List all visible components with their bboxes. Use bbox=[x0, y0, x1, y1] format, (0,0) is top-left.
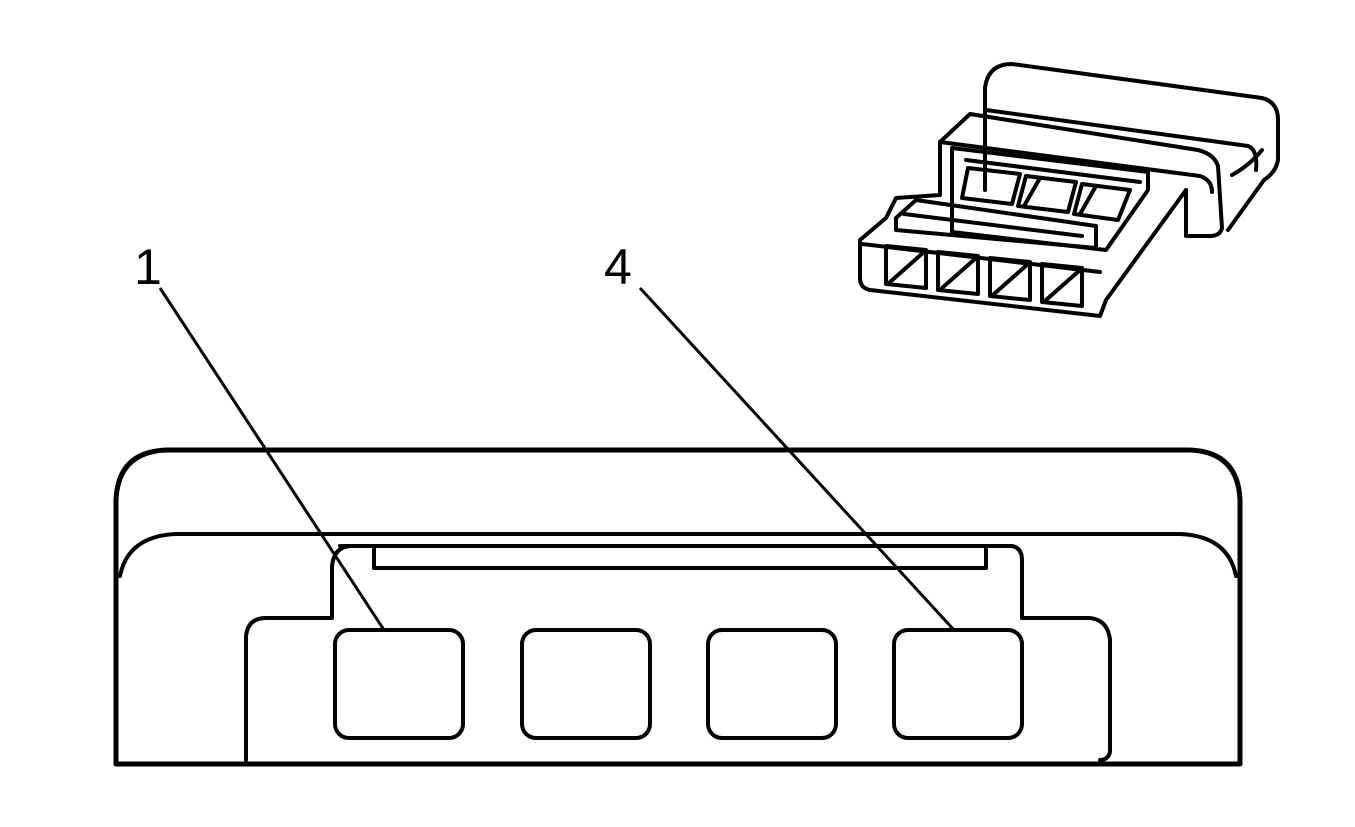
connector-upper-cavity-3 bbox=[1072, 182, 1132, 222]
front-cavity-4 bbox=[1040, 262, 1084, 308]
face-terminal-cavities bbox=[333, 628, 1024, 740]
callout-leader-4 bbox=[638, 286, 956, 632]
face-latch-bar bbox=[372, 546, 988, 570]
face-cavity-4 bbox=[892, 628, 1024, 740]
face-cavity-2 bbox=[520, 628, 652, 740]
face-cavity-3 bbox=[706, 628, 838, 740]
callouts: 1 4 bbox=[134, 239, 956, 632]
callout-label-1: 1 bbox=[134, 239, 162, 295]
connector-latch-inner bbox=[964, 158, 1142, 184]
face-inner-shoulder bbox=[118, 532, 1238, 578]
connector-lock-bar-inner bbox=[902, 212, 1084, 238]
face-cavity-1 bbox=[333, 628, 465, 740]
front-cavity-2 bbox=[936, 250, 980, 296]
connector-upper-cavity-2 bbox=[1016, 174, 1078, 214]
connector-housing bbox=[858, 112, 1224, 318]
front-cavity-3 bbox=[988, 256, 1032, 302]
connector-rear-tab-edge-2 bbox=[1230, 148, 1264, 177]
connector-upper-cavity-1 bbox=[960, 166, 1022, 206]
connector-3d-view bbox=[858, 62, 1280, 318]
connector-lock-bar bbox=[894, 198, 1098, 250]
connector-housing-top-edge bbox=[938, 140, 1214, 194]
face-keyway bbox=[244, 544, 1112, 762]
connector-rear-tab-edge bbox=[984, 108, 1259, 172]
connector-rear-tab bbox=[983, 62, 1280, 232]
connector-face-view bbox=[113, 447, 1243, 767]
callout-leader-1 bbox=[158, 287, 386, 631]
callout-label-4: 4 bbox=[604, 239, 632, 295]
face-outer-housing bbox=[113, 447, 1243, 767]
front-cavity-1 bbox=[884, 244, 928, 290]
connector-front-cavities bbox=[884, 244, 1084, 308]
